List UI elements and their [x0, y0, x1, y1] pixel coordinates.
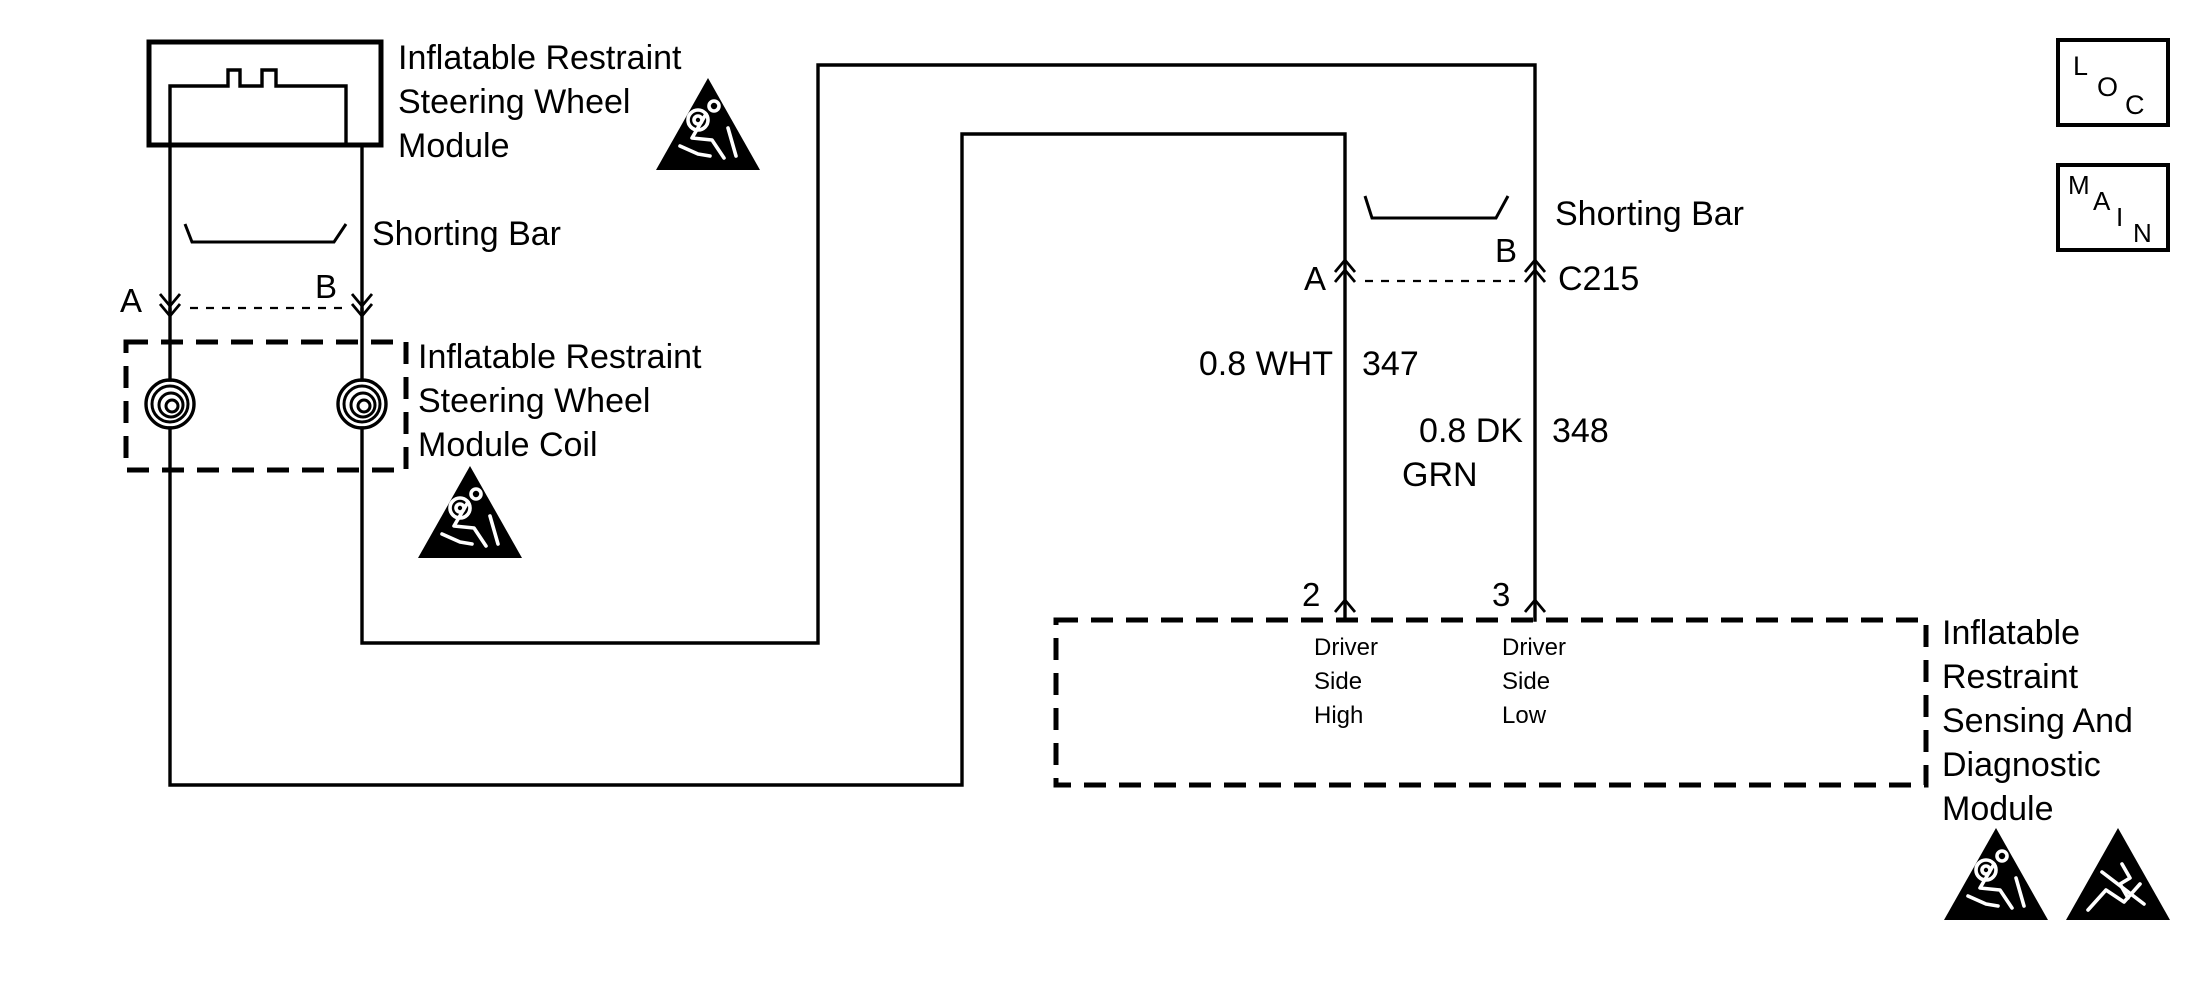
c215-pin-b-label: B [1495, 232, 1517, 269]
sdm-pin-3-function-2: Side [1502, 668, 1550, 695]
right-shorting-bar: Shorting Bar [1363, 195, 1744, 233]
loc-button[interactable]: L O C [2056, 38, 2170, 127]
module-coil: Inflatable Restraint Steering Wheel Modu… [123, 338, 702, 560]
coil-pin-b-label: B [315, 268, 337, 305]
sdm-box [1053, 617, 1929, 788]
module-coil-label-3: Module Coil [418, 426, 598, 464]
left-shorting-bar: Shorting Bar [183, 215, 561, 253]
right-shorting-bar-label: Shorting Bar [1555, 195, 1744, 233]
module-coil-label-1: Inflatable Restraint [418, 338, 702, 376]
coil-connector: A B [120, 143, 374, 319]
wire-high-gauge-color: 0.8 WHT [1199, 345, 1333, 383]
sdm-label-5: Module [1942, 790, 2054, 828]
main-letter-n: N [2133, 218, 2152, 248]
loc-letter-l: L [2073, 51, 2088, 81]
esd-warning-icon [2064, 826, 2172, 922]
module-coil-box [123, 339, 409, 473]
wire-low-gauge-color-2: GRN [1402, 456, 1478, 494]
sdm-label-1: Inflatable [1942, 614, 2080, 652]
c215-connector: A B C215 [1304, 232, 1639, 298]
location-view-icon[interactable] [2056, 38, 2170, 127]
coil-spring-icon [144, 378, 196, 430]
sdm-pin-2-function-2: Side [1314, 668, 1362, 695]
steering-wheel-module: Inflatable Restraint Steering Wheel Modu… [146, 39, 762, 172]
c215-label: C215 [1558, 260, 1639, 298]
main-letter-m: M [2068, 170, 2090, 200]
sdm: Inflatable Restraint Sensing And Diagnos… [1053, 614, 2172, 922]
main-view-icon[interactable] [2056, 163, 2170, 252]
sdm-label-4: Diagnostic [1942, 746, 2101, 784]
sdm-pin-2-function-1: Driver [1314, 634, 1378, 661]
loc-letter-c: C [2125, 90, 2145, 120]
steering-wheel-module-box [146, 39, 384, 148]
steering-wheel-module-label-3: Module [398, 127, 510, 165]
main-button[interactable]: M A I N [2056, 163, 2170, 252]
sdm-pin-2-function-3: High [1314, 702, 1363, 729]
sdm-label-2: Restraint [1942, 658, 2079, 696]
sdm-pin-2: 2 Driver Side High [1302, 576, 1378, 729]
sdm-pin-3-number: 3 [1492, 576, 1510, 613]
airbag-warning-icon [1942, 826, 2050, 922]
steering-wheel-module-label-2: Steering Wheel [398, 83, 630, 121]
coil-spring-icon [336, 378, 388, 430]
sdm-pin-3: 3 Driver Side Low [1492, 576, 1566, 729]
left-shorting-bar-label: Shorting Bar [372, 215, 561, 253]
wire-347-path [168, 132, 1347, 787]
coil-pin-a-label: A [120, 282, 142, 319]
wire-low-gauge-color-1: 0.8 DK [1419, 412, 1523, 450]
sdm-label-3: Sensing And [1942, 702, 2133, 740]
c215-pin-a-label: A [1304, 260, 1326, 297]
main-letter-i: I [2116, 202, 2123, 232]
airbag-warning-icon [416, 464, 524, 560]
wire-low-circuit: 348 [1552, 412, 1609, 450]
sdm-pin-3-function-3: Low [1502, 702, 1547, 729]
steering-wheel-module-label-1: Inflatable Restraint [398, 39, 682, 77]
sdm-pin-2-number: 2 [1302, 576, 1320, 613]
loc-letter-o: O [2097, 72, 2118, 102]
sdm-pin-3-function-1: Driver [1502, 634, 1566, 661]
wire-high-circuit: 347 [1362, 345, 1419, 383]
wire-348-path [360, 63, 1537, 645]
module-coil-label-2: Steering Wheel [418, 382, 650, 420]
airbag-warning-icon [654, 76, 762, 172]
main-letter-a: A [2093, 186, 2111, 216]
